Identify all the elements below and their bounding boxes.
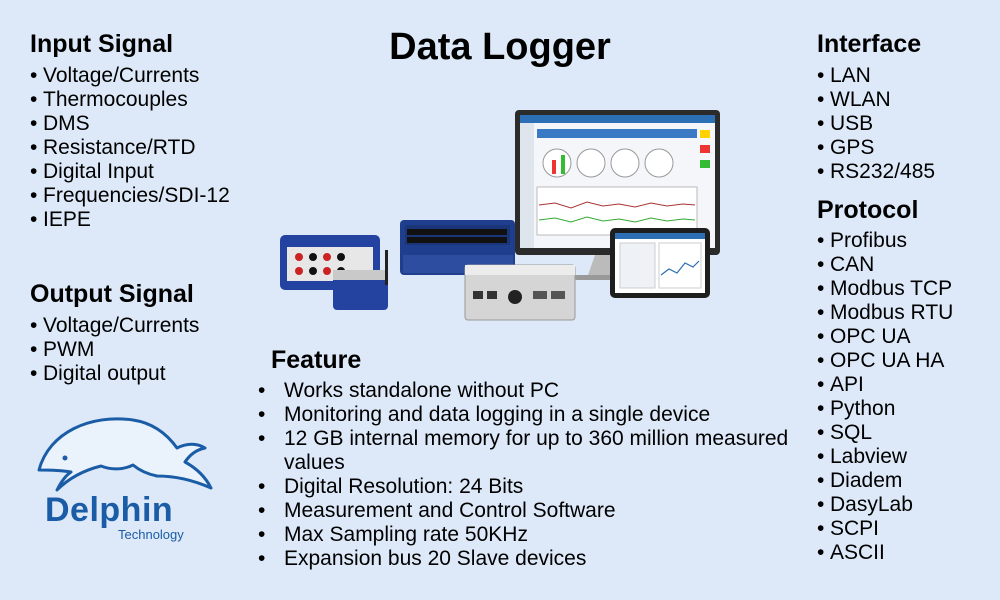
- list-item: Digital Resolution: 24 Bits: [271, 475, 791, 499]
- list-item: Voltage/Currents: [30, 64, 230, 88]
- list-item: OPC UA: [817, 325, 953, 349]
- list-item: DMS: [30, 112, 230, 136]
- list-item: Resistance/RTD: [30, 136, 230, 160]
- list-item: Measurement and Control Software: [271, 499, 791, 523]
- list-item: ASCII: [817, 541, 953, 565]
- list-item: Digital Input: [30, 160, 230, 184]
- device-image: [333, 250, 388, 310]
- list-item: WLAN: [817, 88, 935, 112]
- logo-subtitle: Technology: [118, 527, 184, 542]
- list-item: Thermocouples: [30, 88, 230, 112]
- products-image: [280, 110, 720, 321]
- protocol-list: Profibus CAN Modbus TCP Modbus RTU OPC U…: [817, 229, 953, 565]
- list-item: Max Sampling rate 50KHz: [271, 523, 791, 547]
- list-item: PWM: [30, 338, 199, 362]
- page-title: Data Logger: [389, 26, 611, 68]
- interface-heading: Interface: [817, 30, 922, 58]
- list-item: USB: [817, 112, 935, 136]
- dolphin-icon: [37, 417, 213, 492]
- tablet-image: [610, 228, 710, 298]
- list-item: CAN: [817, 253, 953, 277]
- delphin-logo: Delphin Technology: [25, 410, 225, 542]
- device-image: [400, 220, 515, 275]
- output-signal-list: Voltage/Currents PWM Digital output: [30, 314, 199, 386]
- list-item: LAN: [817, 64, 935, 88]
- list-item: OPC UA HA: [817, 349, 953, 373]
- output-signal-heading: Output Signal: [30, 280, 194, 308]
- list-item: Python: [817, 397, 953, 421]
- protocol-heading: Protocol: [817, 196, 919, 224]
- list-item: Modbus TCP: [817, 277, 953, 301]
- input-signal-list: Voltage/Currents Thermocouples DMS Resis…: [30, 64, 230, 232]
- list-item: Expansion bus 20 Slave devices: [271, 547, 791, 571]
- device-image: [464, 264, 576, 321]
- list-item: Modbus RTU: [817, 301, 953, 325]
- list-item: Works standalone without PC: [271, 379, 791, 403]
- list-item: IEPE: [30, 208, 230, 232]
- list-item: Frequencies/SDI-12: [30, 184, 230, 208]
- list-item: API: [817, 373, 953, 397]
- list-item: GPS: [817, 136, 935, 160]
- list-item: Digital output: [30, 362, 199, 386]
- input-signal-heading: Input Signal: [30, 30, 174, 58]
- list-item: SQL: [817, 421, 953, 445]
- list-item: SCPI: [817, 517, 953, 541]
- list-item: RS232/485: [817, 160, 935, 184]
- list-item: Monitoring and data logging in a single …: [271, 403, 791, 427]
- feature-list: Works standalone without PC Monitoring a…: [271, 379, 791, 571]
- list-item: Labview: [817, 445, 953, 469]
- logo-wordmark: Delphin: [45, 491, 174, 529]
- list-item: 12 GB internal memory for up to 360 mill…: [271, 427, 791, 475]
- list-item: DasyLab: [817, 493, 953, 517]
- list-item: Diadem: [817, 469, 953, 493]
- list-item: Profibus: [817, 229, 953, 253]
- feature-heading: Feature: [271, 346, 362, 374]
- list-item: Voltage/Currents: [30, 314, 199, 338]
- interface-list: LAN WLAN USB GPS RS232/485: [817, 64, 935, 184]
- monitor-image: [515, 110, 720, 280]
